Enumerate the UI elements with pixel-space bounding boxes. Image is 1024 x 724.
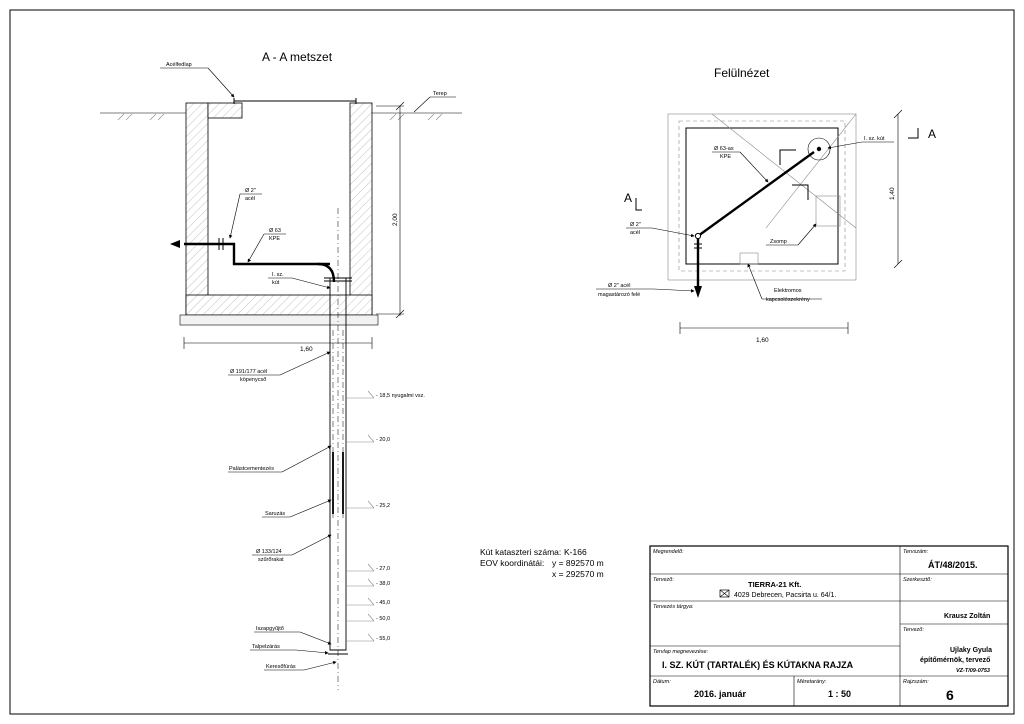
label-kpe-2: KPE: [269, 236, 280, 242]
label-kereso: Keresőfúrás: [266, 664, 296, 670]
label-szuro-1: Ø 133/124: [256, 549, 282, 555]
level-3: - 25,2: [376, 503, 390, 509]
plan-width-dim: 1,60: [756, 337, 769, 344]
tb-tervezo-title: építőmérnök, tervező: [920, 657, 990, 664]
well-info: Kút kataszteri száma: K-166 EOV koordiná…: [480, 547, 604, 579]
label-kut-1: I. sz.: [272, 272, 284, 278]
kataszter-label: Kút kataszteri száma:: [480, 547, 561, 557]
plan-label-elektro-2: kapcsolószekrény: [766, 297, 810, 303]
section-view: A - A metszet: [100, 50, 462, 690]
label-palast: Palástcementezés: [229, 466, 274, 472]
plan-cut-left: A: [624, 191, 632, 205]
plan-label-kpe-1: Ø 63-as: [714, 146, 734, 152]
label-iszap: Iszapgyűjtő: [256, 626, 284, 632]
level-8: - 55,0: [376, 636, 390, 642]
label-kopeny-1: Ø 191/177 acél: [230, 369, 267, 375]
label-pipe2-2: acél: [245, 196, 255, 202]
plan-label-kut: I. sz. kút: [864, 136, 885, 142]
level-1: - 18,5 nyugalmi vsz.: [376, 393, 425, 399]
plan-view: Felülnézet A A 1,40 1,60: [596, 66, 936, 344]
label-kpe-1: Ø 63: [269, 228, 281, 234]
tb-targy-label: Tervezés tárgya:: [653, 604, 694, 610]
kataszter-value: K-166: [564, 547, 587, 557]
plan-label-zsomp: Zsomp: [770, 239, 787, 245]
tb-address: 4029 Debrecen, Pacsirta u. 64/1.: [734, 592, 836, 599]
level-7: - 50,0: [376, 616, 390, 622]
label-saruzas: Saruzás: [265, 511, 285, 517]
level-4: - 27,0: [376, 566, 390, 572]
level-markers: - 18,5 nyugalmi vsz. - 20,0 - 25,2 - 27,…: [346, 390, 425, 642]
plan-cut-right: A: [928, 127, 936, 141]
eov-x: x = 292570 m: [552, 569, 604, 579]
level-2: - 20,0: [376, 437, 390, 443]
sheet-border: [9, 9, 1015, 715]
tb-szerkeszto: Krausz Zoltán: [944, 613, 990, 620]
level-6: - 45,0: [376, 600, 390, 606]
plan-title: Felülnézet: [714, 66, 770, 80]
tb-company: TIERRA-21 Kft.: [748, 580, 801, 589]
envelope-icon: [719, 589, 730, 598]
section-width-dim: 1,60: [300, 346, 313, 353]
tb-meretarany: 1 : 50: [828, 689, 851, 699]
label-pipe2-1: Ø 2": [245, 188, 256, 194]
section-title: A - A metszet: [262, 50, 333, 64]
plan-label-pipe2-2: acél: [630, 230, 640, 236]
tb-datum-label: Dátum:: [653, 679, 671, 685]
tb-tervezo-code: VZ-T/09-0753: [956, 668, 990, 674]
tb-rajzszam-label: Rajzszám:: [903, 679, 929, 685]
tb-tervszam-label: Tervszám:: [903, 549, 929, 555]
title-block: Megrendelő: Tervszám: ÁT/48/2015. Tervez…: [649, 545, 1009, 707]
tb-tervezo-name: Ujlaky Gyula: [950, 647, 992, 654]
tb-tervszam: ÁT/48/2015.: [928, 560, 978, 570]
plan-label-pipe2-1: Ø 2": [630, 222, 641, 228]
plan-label-totank-1: Ø 2" acél: [608, 283, 630, 289]
tb-tervezo-label: Tervező:: [653, 577, 674, 583]
eov-y: y = 892570 m: [552, 558, 604, 568]
tb-meretarany-label: Méretarány:: [797, 679, 827, 685]
plan-label-kpe-2: KPE: [720, 154, 731, 160]
tb-tervezo2-label: Tervező:: [903, 627, 924, 633]
label-acelfedlap: Acélfedlap: [166, 62, 192, 68]
label-kut-2: kút: [272, 280, 280, 286]
label-szuro-2: szűrőrakat: [258, 557, 284, 563]
label-talp: Talpelzárás: [252, 644, 280, 650]
eov-label: EOV koordinátái:: [480, 558, 544, 568]
tb-szerkeszto-label: Szerkesztő:: [903, 577, 932, 583]
tb-datum: 2016. január: [694, 689, 747, 699]
plan-label-elektro-1: Elektromos: [774, 288, 802, 294]
plan-label-totank-2: magastározó felé: [598, 292, 640, 298]
label-terep: Terep: [433, 91, 447, 97]
level-5: - 38,0: [376, 581, 390, 587]
tb-megnevezes-label: Tervlap megnevezése:: [653, 649, 709, 655]
plan-height-dim: 1,40: [889, 187, 896, 200]
tb-megnevezes: I. SZ. KÚT (TARTALÉK) ÉS KÚTAKNA RAJZA: [662, 659, 854, 670]
tb-megrendelo-label: Megrendelő:: [653, 549, 684, 555]
section-height-dim: 2,00: [392, 213, 399, 226]
tb-rajzszam: 6: [946, 687, 954, 703]
label-kopeny-2: köpenycső: [240, 377, 266, 383]
